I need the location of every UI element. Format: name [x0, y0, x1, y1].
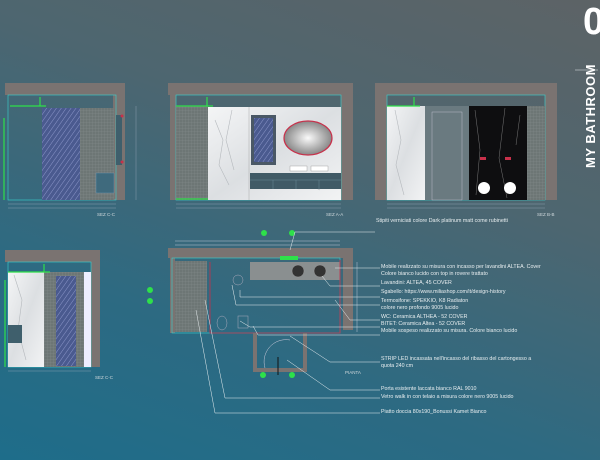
elevation-b-b — [375, 83, 557, 209]
section-label-b-b: SEZ B-B — [537, 212, 555, 217]
floor-plan — [147, 230, 358, 378]
note-vanity-1: Mobile realizzato su misura con incasso … — [381, 264, 541, 270]
note-stool: Sgabello: https://www.miliashop.com/it/d… — [381, 289, 506, 295]
note-door: Porta esistente laccata bianco RAL 9010 — [381, 386, 477, 392]
note-vanity-2: Colore bianco lucido con top in rovere t… — [381, 271, 488, 277]
note-sinks: Lavandini: ALTEA, 45 COVER — [381, 280, 452, 286]
note-wc: WC: Ceramica ALTHEA - 52 COVER — [381, 314, 468, 320]
leader-lines — [195, 69, 598, 414]
elevation-c-c — [3, 83, 137, 209]
note-hanging-cabinet: Mobile sospeso realizzato su misura. Col… — [381, 328, 518, 334]
sheet-title: MY BATHROOM — [583, 64, 598, 168]
note-glass: Vetro walk in con telaio a misura colore… — [381, 394, 514, 400]
plan-label: PIANTA — [345, 370, 361, 375]
note-radiator-2: colore nero profondo 9005 lucido — [381, 305, 459, 311]
note-shower-tray: Piatto doccia 80x190_Bonussi Kamet Bianc… — [381, 409, 487, 415]
section-label-c-c-2: SEZ C-C — [95, 375, 113, 380]
note-strip-led-1: STRIP LED incassata nell'incasso del rib… — [381, 356, 532, 362]
note-jambs: Stipiti verniciati colore Dark platinum … — [376, 218, 508, 224]
note-radiator-1: Termosifone: SPEKKIO, K8 Radiaton — [381, 298, 469, 304]
elevation-c-c-2 — [4, 250, 100, 372]
note-strip-led-2: quota 240 cm — [381, 363, 414, 369]
note-bidet: BITET: Ceramica Altea - 52 COVER — [381, 321, 466, 327]
section-label-c-c: SEZ C-C — [97, 212, 115, 217]
section-label-a-a: SEZ A-A — [326, 212, 344, 217]
elevation-a-a — [168, 83, 353, 209]
sheet-number: 0 — [583, 1, 600, 43]
